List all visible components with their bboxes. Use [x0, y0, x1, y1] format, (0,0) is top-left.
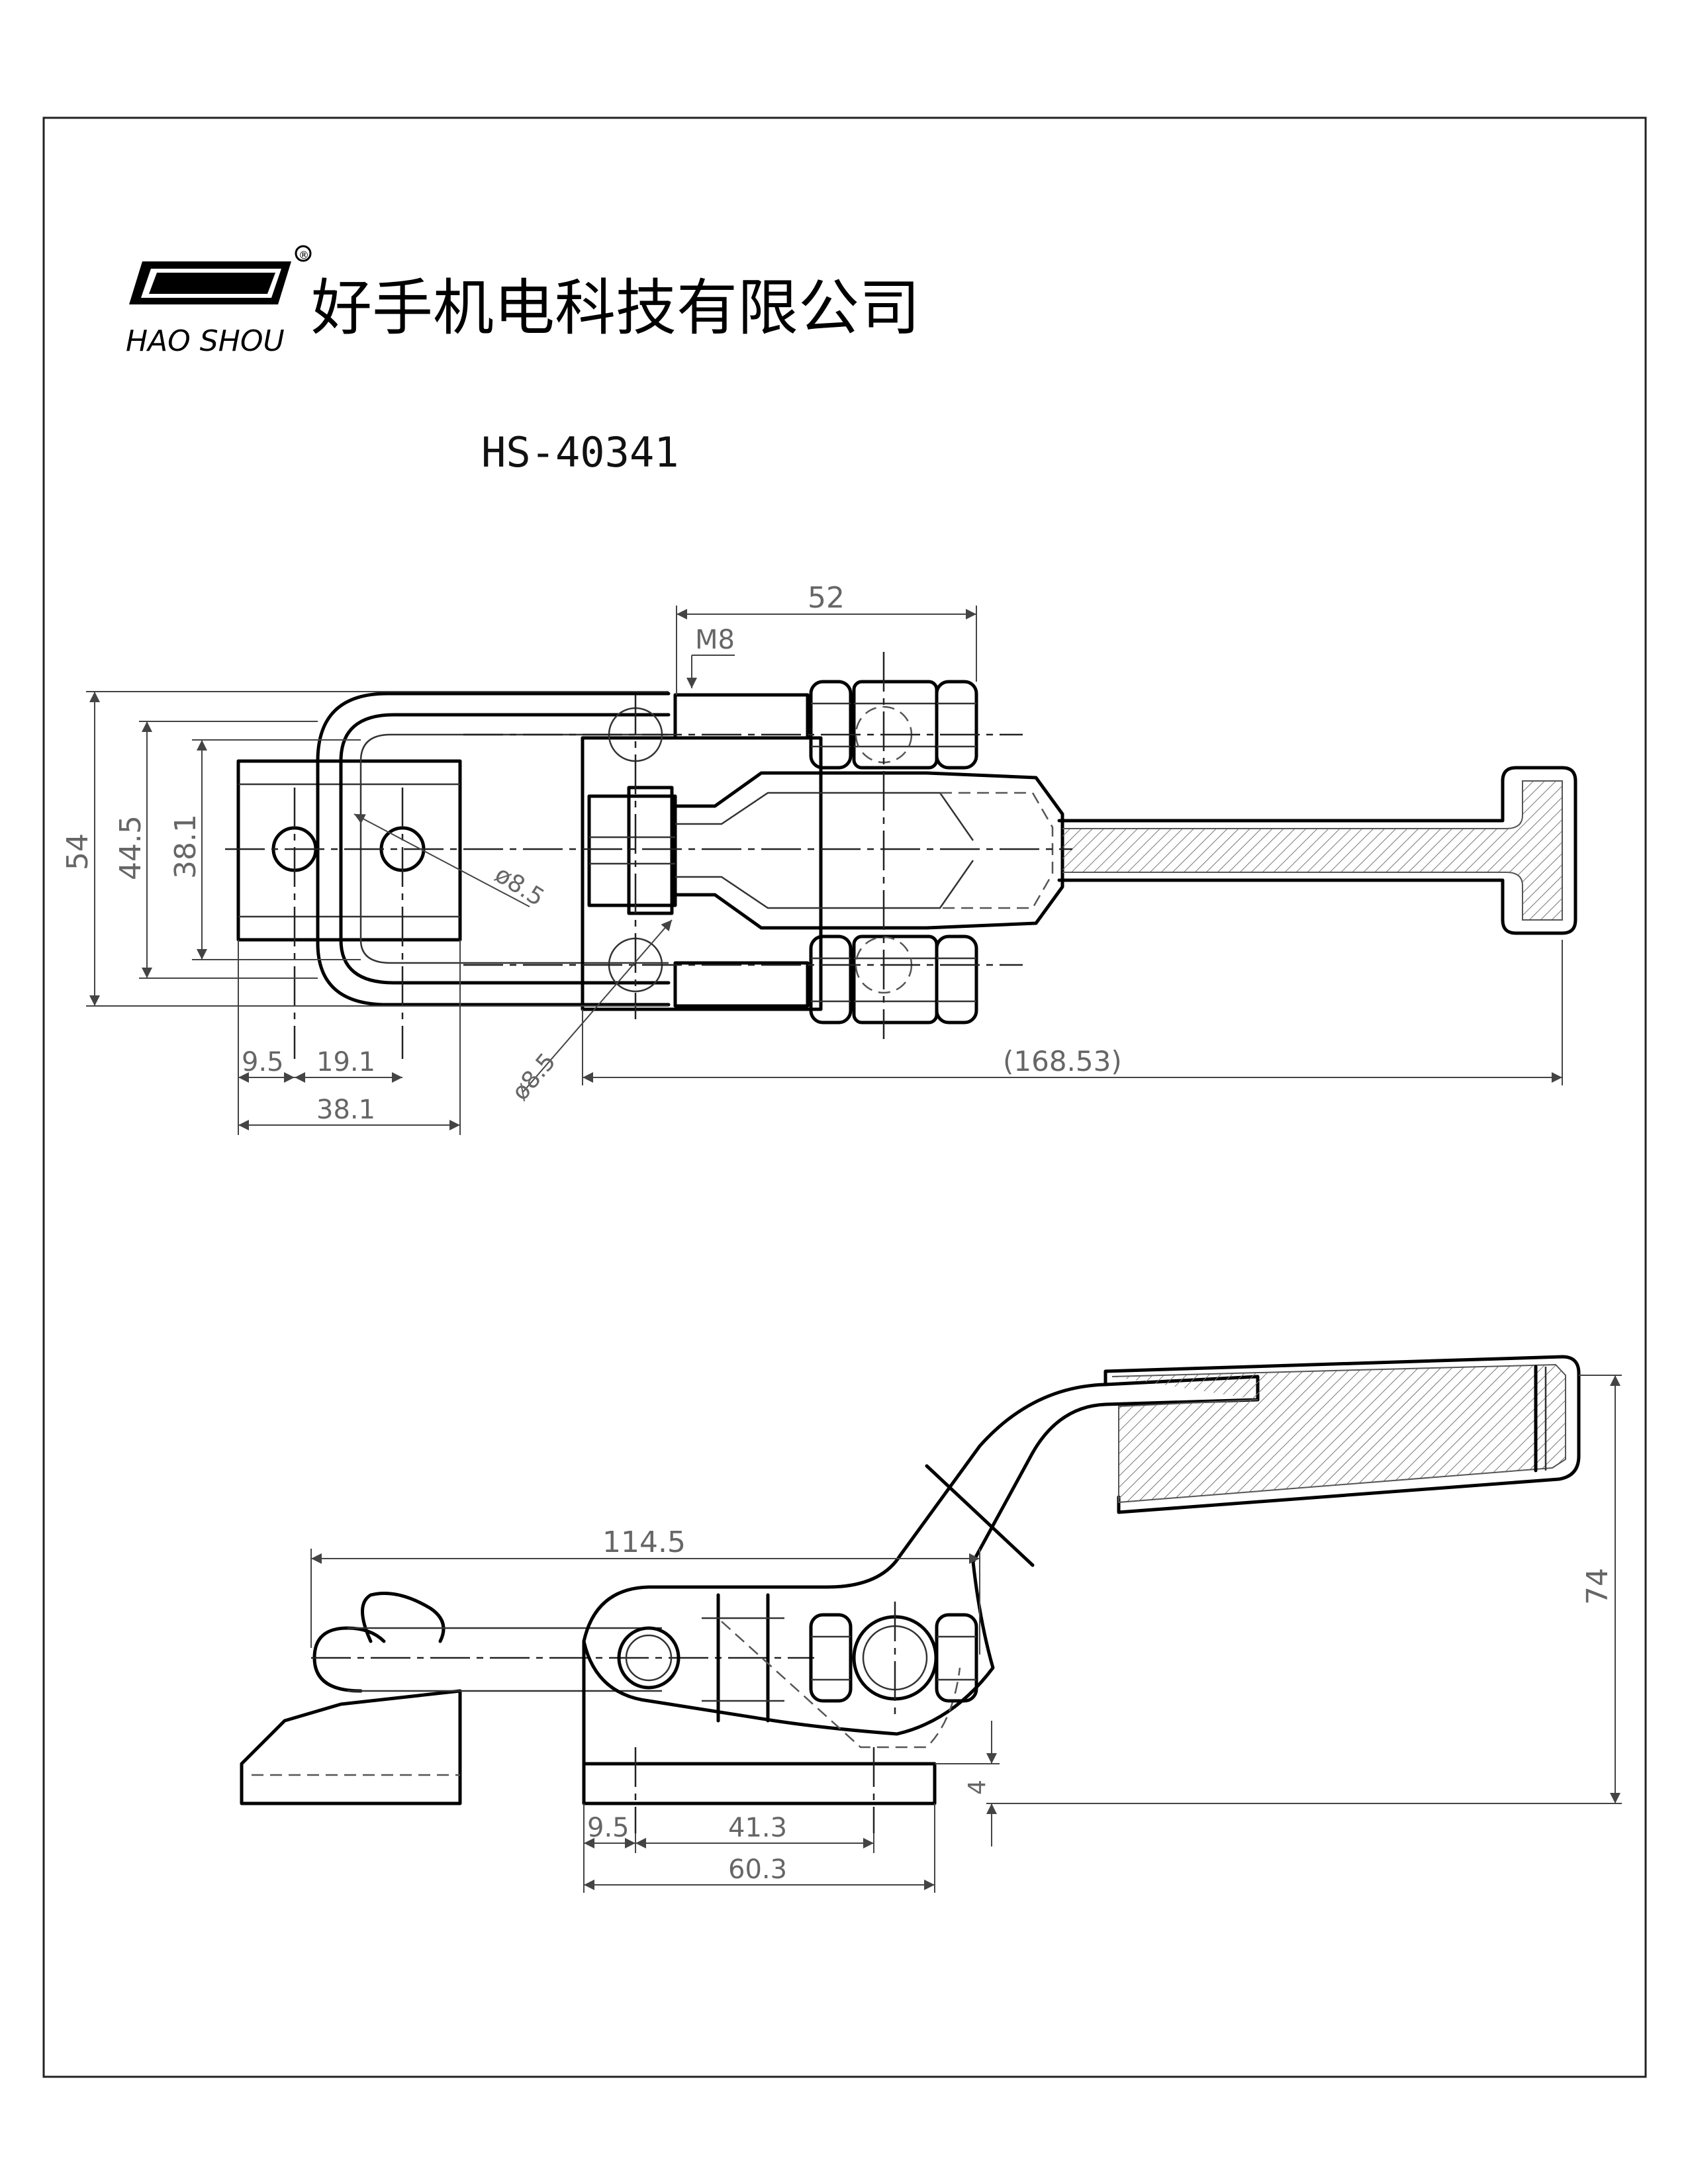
side-view: 114.5 74 4 9.5 41.3 60.3 [240, 1355, 1622, 1893]
handle-arm-outline [673, 771, 1064, 930]
side-handle-grip [1111, 1363, 1566, 1504]
nut-bottom-center [852, 934, 939, 1024]
base-block [582, 1762, 937, 1805]
dim-m8: M8 [695, 625, 735, 655]
registered-mark: ® [299, 249, 309, 261]
dim-9-5: 9.5 [242, 1047, 284, 1077]
threaded-rod-top [673, 693, 810, 740]
nut-bottom-left [809, 934, 853, 1024]
clamp-body [582, 1375, 1260, 1736]
nut-top-left [809, 680, 853, 770]
dim-19-1: 19.1 [316, 1047, 375, 1077]
logo-subtitle: HAO SHOU [126, 324, 285, 358]
dim-52: 52 [808, 581, 845, 615]
yoke [587, 794, 677, 907]
dim-60-3: 60.3 [728, 1854, 787, 1885]
side-handle [1103, 1355, 1581, 1514]
handle-lever [1057, 766, 1577, 935]
brand-logo: HS ® HAO SHOU [126, 245, 312, 358]
u-bolt-outer [316, 692, 671, 1007]
side-nut-right [935, 1613, 978, 1703]
main-body [581, 736, 823, 1011]
part-number: HS-40341 [481, 428, 679, 477]
threaded-rod-bottom [673, 961, 810, 1008]
dim-168-53: (168.53) [1003, 1045, 1122, 1077]
dim-41-3: 41.3 [728, 1813, 787, 1843]
dim-54: 54 [61, 833, 95, 870]
nut-top-center [852, 680, 939, 770]
dim-4: 4 [964, 1780, 991, 1795]
pivot-pin [627, 786, 674, 915]
dim-38-1-vertical: 38.1 [169, 814, 203, 879]
dim-74: 74 [1581, 1568, 1615, 1605]
handle-grip [1062, 780, 1563, 921]
sheet-border [42, 116, 1647, 2078]
strike-plate [240, 1689, 462, 1805]
dim-side-9-5: 9.5 [587, 1813, 630, 1843]
top-view: 52 M8 54 44.5 38.1 ø8.5 ø8.5 9.5 19.1 38… [61, 581, 1577, 1135]
hook-end [361, 1592, 445, 1643]
company-name: 好手机电科技有限公司 [311, 273, 920, 343]
dim-114-5: 114.5 [602, 1525, 686, 1559]
dim-44-5: 44.5 [114, 815, 148, 880]
pivot [617, 1626, 680, 1690]
dim-38-1-horizontal: 38.1 [316, 1095, 375, 1125]
nut-top-right [935, 680, 978, 770]
logo-text: HS [163, 269, 200, 296]
nut-bottom-right [935, 934, 978, 1024]
dim-hole-a: ø8.5 [490, 861, 549, 912]
side-nut-left [809, 1613, 853, 1703]
base-plate [236, 759, 462, 942]
